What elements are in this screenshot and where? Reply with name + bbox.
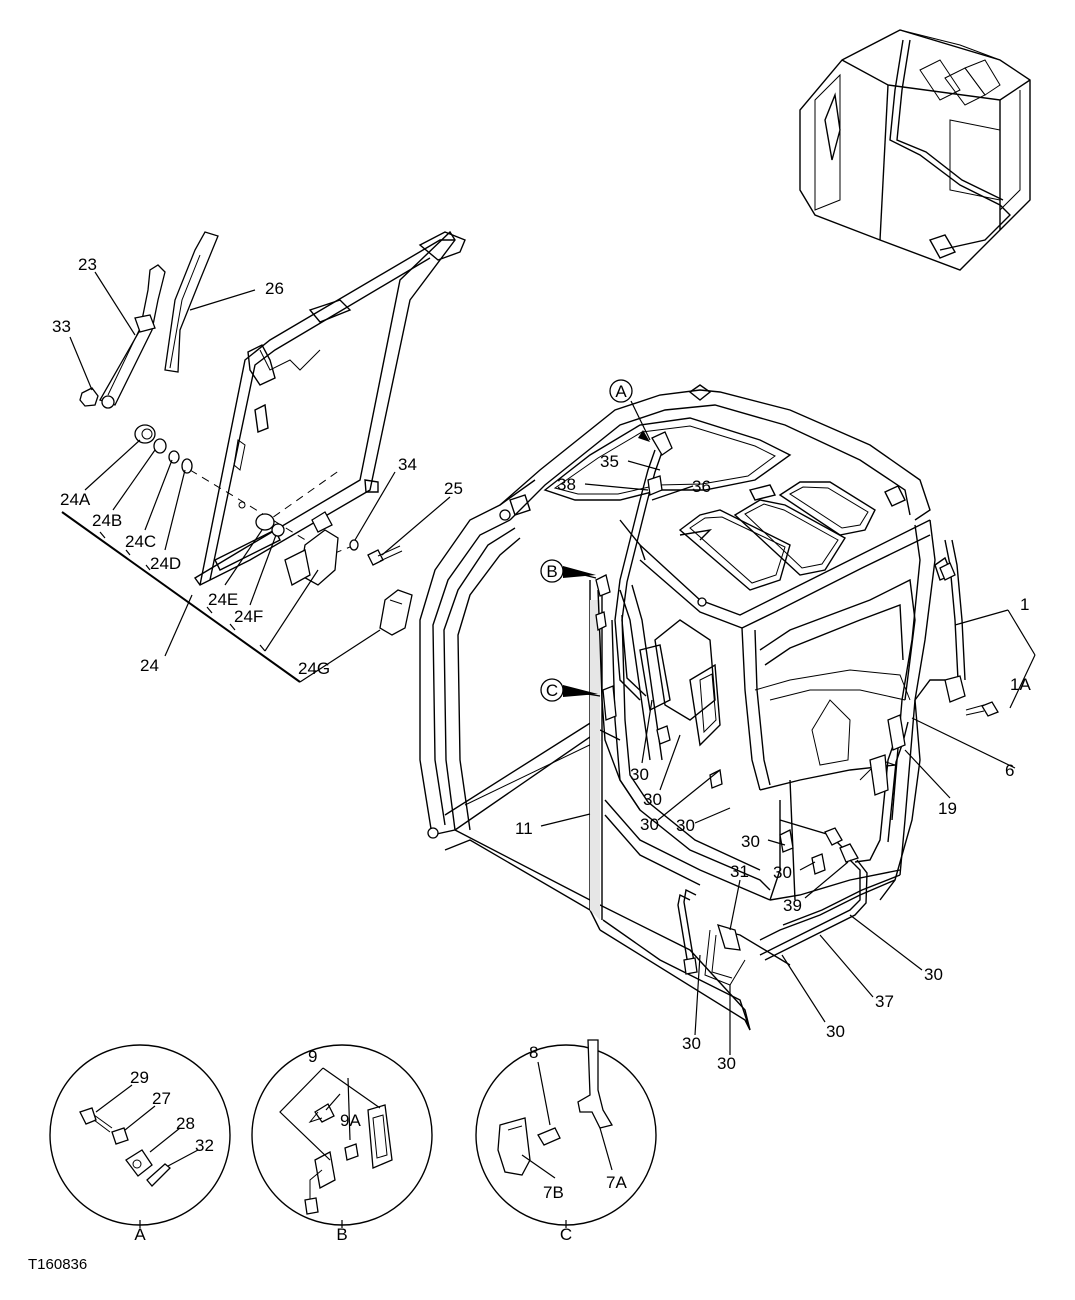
wiper-leaders (61, 271, 451, 683)
cab-frame (419, 384, 953, 1031)
label-24D: 24D (150, 554, 181, 573)
label-29: 29 (130, 1068, 149, 1087)
label-24B: 24B (92, 511, 122, 530)
label-6: 6 (1005, 761, 1014, 780)
label-24: 24 (140, 656, 159, 675)
label-30-h: 30 (826, 1022, 845, 1041)
label-19: 19 (938, 799, 957, 818)
part-labels: 1 1A 6 19 11 23 26 33 24A 24B 24C 24D 24… (52, 255, 1031, 1244)
label-24C: 24C (125, 532, 156, 551)
label-30-a: 30 (630, 765, 649, 784)
detail-label-b: B (336, 1225, 347, 1244)
label-36: 36 (692, 477, 711, 496)
label-24A: 24A (60, 490, 91, 509)
label-27: 27 (152, 1089, 171, 1108)
label-7B: 7B (543, 1183, 564, 1202)
label-11: 11 (515, 819, 533, 838)
label-25: 25 (444, 479, 463, 498)
label-34: 34 (398, 455, 417, 474)
label-9A: 9A (340, 1111, 361, 1130)
label-23: 23 (78, 255, 97, 274)
cab-overview-inset (799, 29, 1031, 271)
label-32: 32 (195, 1136, 214, 1155)
detail-label-c: C (560, 1225, 572, 1244)
cab-leaders (540, 400, 1036, 1055)
callout-a: A (615, 382, 627, 401)
figure-id: T160836 (28, 1256, 88, 1273)
label-1: 1 (1020, 595, 1029, 614)
label-39: 39 (783, 896, 802, 915)
wiring-harness (595, 431, 999, 986)
label-30-f: 30 (773, 863, 792, 882)
label-35: 35 (600, 452, 619, 471)
label-1A: 1A (1010, 675, 1031, 694)
label-38: 38 (557, 475, 576, 494)
callout-c: C (546, 681, 558, 700)
label-30-i: 30 (682, 1034, 701, 1053)
callout-b: B (546, 562, 557, 581)
label-24G: 24G (298, 659, 330, 678)
label-37: 37 (875, 992, 894, 1011)
detail-view-c (475, 1039, 657, 1228)
label-30-d: 30 (676, 816, 695, 835)
label-31: 31 (730, 862, 749, 881)
label-30-e: 30 (741, 832, 760, 851)
label-30-j: 30 (717, 1054, 736, 1073)
label-30-c: 30 (640, 815, 659, 834)
label-30-b: 30 (643, 790, 662, 809)
detail-label-a: A (134, 1225, 146, 1244)
detail-view-b (251, 1044, 433, 1228)
wiper-assembly (79, 230, 466, 636)
label-24E: 24E (208, 590, 238, 609)
label-33: 33 (52, 317, 71, 336)
label-9: 9 (308, 1047, 317, 1066)
callout-markers: A B C (540, 379, 650, 702)
label-30-g: 30 (924, 965, 943, 984)
label-8: 8 (529, 1043, 538, 1062)
label-26: 26 (265, 279, 284, 298)
detail-view-a (49, 1044, 231, 1228)
label-24F: 24F (234, 607, 263, 626)
label-28: 28 (176, 1114, 195, 1133)
label-7A: 7A (606, 1173, 627, 1192)
